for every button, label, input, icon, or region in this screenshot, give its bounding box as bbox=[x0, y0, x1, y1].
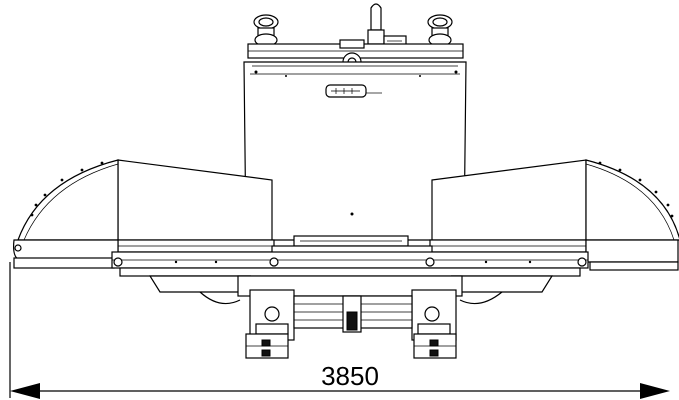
brand-logo bbox=[325, 84, 382, 98]
right-arrowhead bbox=[640, 383, 670, 399]
right-hopper-wing bbox=[429, 159, 679, 271]
width-dimension: 3850 bbox=[9, 262, 670, 399]
left-track bbox=[245, 333, 289, 359]
center-exhaust bbox=[367, 3, 407, 47]
dimension-value: 3850 bbox=[321, 361, 379, 391]
left-arrowhead bbox=[10, 383, 40, 399]
left-hopper-wing bbox=[13, 159, 275, 269]
center-mechanics bbox=[111, 235, 589, 305]
undercarriage bbox=[237, 275, 463, 341]
right-track bbox=[413, 333, 457, 359]
right-beacon bbox=[427, 14, 453, 54]
